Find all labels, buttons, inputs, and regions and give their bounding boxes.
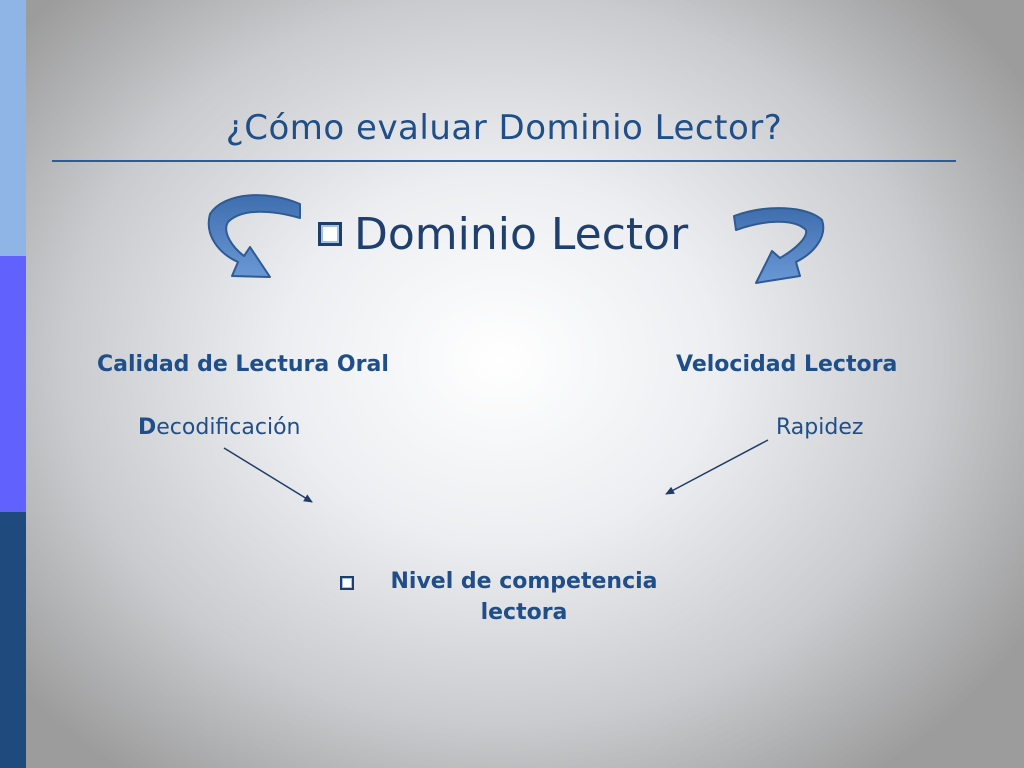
bottom-item-label: Nivel de competencia lectora bbox=[390, 569, 658, 625]
sidebar-block-dark bbox=[0, 512, 26, 768]
curved-arrow-right-icon bbox=[733, 207, 825, 284]
square-bullet-icon bbox=[340, 576, 354, 590]
bottom-bullet-item: Nivel de competencia lectora bbox=[330, 566, 690, 628]
sidebar-decoration bbox=[0, 0, 26, 768]
sidebar-block-light bbox=[0, 0, 26, 256]
square-bullet-icon bbox=[318, 222, 342, 246]
right-heading: Velocidad Lectora bbox=[676, 352, 898, 377]
right-subtext: Rapidez bbox=[776, 415, 864, 440]
connector-arrow-left bbox=[223, 447, 313, 503]
slide-title: ¿Cómo evaluar Dominio Lector? bbox=[225, 108, 783, 148]
left-heading: Calidad de Lectura Oral bbox=[97, 352, 389, 377]
main-bullet-item: Dominio Lector bbox=[318, 206, 688, 262]
left-subtext-initial: D bbox=[138, 415, 157, 440]
sidebar-block-violet bbox=[0, 256, 26, 512]
title-divider bbox=[52, 160, 956, 162]
left-subtext-rest: ecodificación bbox=[156, 415, 301, 440]
main-item-label: Dominio Lector bbox=[354, 208, 689, 260]
connector-arrow-right bbox=[665, 439, 769, 495]
left-subtext: Decodificación bbox=[138, 415, 300, 440]
curved-arrow-left-icon bbox=[207, 194, 301, 278]
